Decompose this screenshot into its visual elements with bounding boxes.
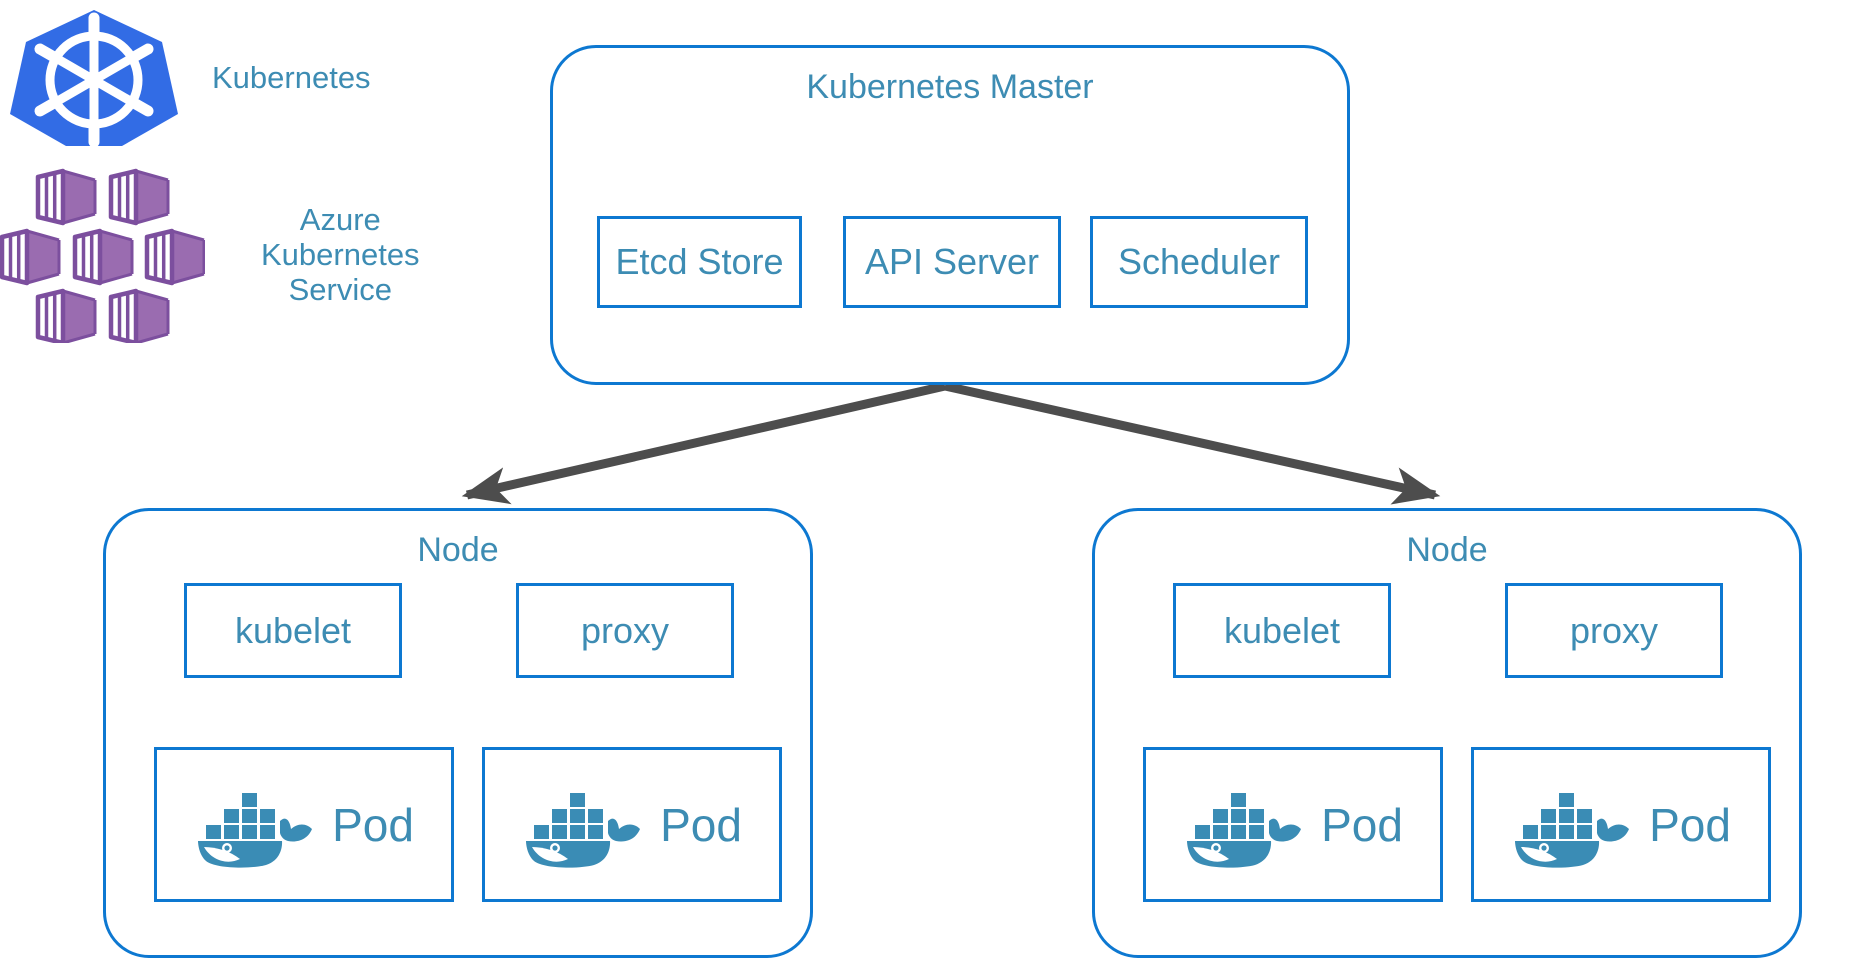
component-label: proxy	[1569, 609, 1659, 651]
component-label: kubelet	[234, 609, 352, 651]
node-group-2: Node kubelet proxy	[1092, 508, 1802, 958]
docker-whale-icon	[198, 792, 313, 868]
kubernetes-master-group: Kubernetes Master Etcd Store API Server …	[550, 45, 1350, 385]
connector-master-to-left-node	[461, 381, 947, 505]
node-group-1: Node kubelet proxy	[103, 508, 813, 958]
component-proxy[interactable]: proxy	[1505, 583, 1723, 678]
pod-box[interactable]: Pod	[1471, 747, 1771, 902]
kubernetes-master-title: Kubernetes Master	[806, 68, 1094, 106]
docker-whale-icon	[1515, 792, 1630, 868]
pod-box[interactable]: Pod	[1143, 747, 1443, 902]
docker-whale-icon	[1187, 792, 1302, 868]
component-label: Etcd Store	[615, 241, 784, 282]
pod-label: Pod	[660, 798, 742, 851]
pod-box[interactable]: Pod	[154, 747, 454, 902]
component-proxy[interactable]: proxy	[516, 583, 734, 678]
component-label: proxy	[580, 609, 670, 651]
component-scheduler[interactable]: Scheduler	[1090, 216, 1308, 308]
component-api-server[interactable]: API Server	[843, 216, 1061, 308]
component-etcd-store[interactable]: Etcd Store	[597, 216, 802, 308]
component-label: kubelet	[1223, 609, 1341, 651]
connector-master-to-right-node	[944, 381, 1441, 505]
docker-whale-icon	[526, 792, 641, 868]
node-title: Node	[1406, 531, 1488, 569]
pod-box[interactable]: Pod	[482, 747, 782, 902]
component-kubelet[interactable]: kubelet	[184, 583, 402, 678]
legend-item-azure-kubernetes-service: Azure Kubernetes Service	[0, 168, 420, 343]
pod-label: Pod	[1321, 798, 1403, 851]
component-label: API Server	[864, 241, 1040, 282]
legend-item-kubernetes: Kubernetes	[10, 8, 371, 148]
kubernetes-logo-icon	[10, 10, 178, 148]
pod-label: Pod	[332, 798, 414, 851]
azure-kubernetes-service-logo-icon	[0, 168, 205, 343]
node-title: Node	[417, 531, 499, 569]
pod-label: Pod	[1649, 798, 1731, 851]
legend-label-kubernetes: Kubernetes	[212, 59, 371, 95]
component-kubelet[interactable]: kubelet	[1173, 583, 1391, 678]
legend-label-azure-kubernetes-service: Azure Kubernetes Service	[261, 202, 420, 307]
component-label: Scheduler	[1117, 241, 1281, 282]
